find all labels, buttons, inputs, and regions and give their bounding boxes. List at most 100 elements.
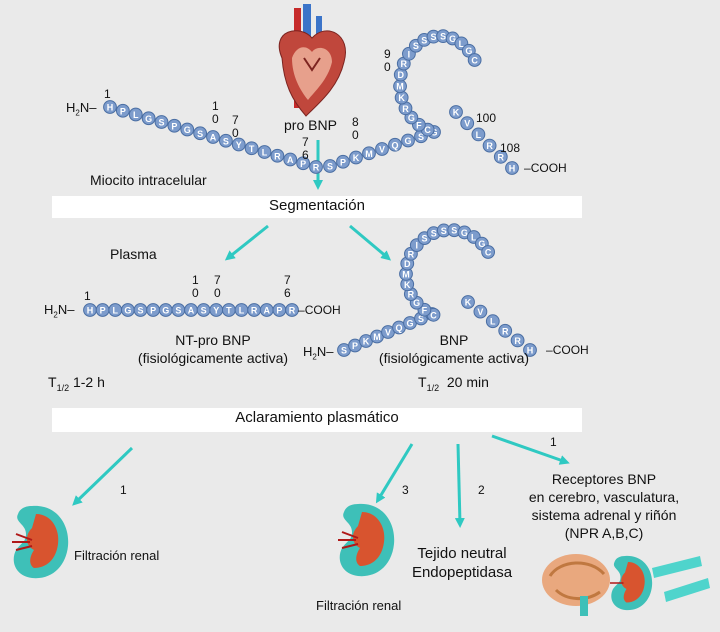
probnp-nterm-letter: T (249, 144, 255, 154)
probnp-nterm-bead (167, 118, 182, 133)
bnp-nterm-letter: S (341, 346, 347, 356)
probnp-link-letter: V (379, 145, 385, 155)
kidney-icon-left (12, 505, 69, 579)
bnp-loop-letter: R (408, 249, 415, 259)
bnp-loop-letter: S (422, 234, 428, 244)
probnp-tail-bead (505, 161, 519, 175)
ntprobnp-letter: G (162, 306, 169, 316)
bnp-loop-bead (481, 245, 496, 259)
bnp-tail-letter: R (502, 326, 509, 336)
ntprobnp-letter: S (175, 306, 181, 316)
bnp-loop-letter: C (430, 310, 437, 320)
probnp-link-bead (336, 154, 350, 169)
probnp-link-letter: S (418, 132, 424, 142)
number-receptors: 1 (550, 435, 557, 449)
ntprobnp-letter: R (289, 306, 296, 316)
bnp-tail-letter: R (514, 336, 521, 346)
probnp-loop-letter: F (416, 120, 422, 130)
segmentation-step: Segmentación (52, 196, 582, 218)
kidney-icon-center (338, 503, 395, 577)
bnp-tail-bead (510, 333, 525, 348)
probnp-nterm-bead (154, 115, 169, 129)
kidney-icon-right (610, 555, 653, 611)
bnp-half-life: T1/2 20 min (418, 374, 489, 393)
probnp-link-letter: S (327, 162, 333, 172)
probnp-nterm-letter: G (145, 114, 152, 124)
nt-pos-10: 10 (192, 273, 199, 300)
probnp-link-letter: G (430, 128, 437, 138)
probnp-loop-letter: R (402, 104, 409, 114)
probnp-nterm-bead (180, 122, 195, 137)
probnp-loop-letter: G (465, 46, 472, 56)
pos-108: 108 (500, 141, 521, 155)
ntprobnp-letter: A (264, 306, 271, 316)
probnp-loop-bead (467, 53, 482, 67)
bnp-tail-bead (485, 314, 500, 329)
ntprobnp-letter: P (150, 306, 156, 316)
pos-100: 100 (476, 111, 497, 125)
bnp-label: BNP (439, 332, 469, 348)
ntprobnp-letter: S (137, 306, 143, 316)
probnp-tail-letter: K (453, 108, 460, 118)
endopeptidase-label: Tejido neutral Endopeptidasa (411, 545, 513, 581)
ntprobnp-letter: G (124, 306, 131, 316)
probnp-nterm-letter: P (300, 159, 306, 169)
probnp-nterm-bead (244, 141, 259, 156)
probnp-loop-letter: S (440, 32, 446, 42)
probnp-nterm-bead (270, 148, 285, 163)
probnp-nterm-bead (206, 130, 220, 144)
probnp-nterm-letter: S (223, 136, 229, 146)
bnp-loop-letter: I (416, 241, 419, 251)
bnp-loop-letter: C (485, 248, 492, 258)
probnp-loop-letter: D (398, 70, 405, 80)
bnp-loop-letter: M (402, 269, 410, 279)
probnp-loop-letter: I (408, 49, 411, 59)
bnp-cterm: –COOH (546, 343, 589, 357)
ntprobnp-letter: A (188, 306, 195, 316)
probnp-nterm-letter: G (184, 125, 191, 135)
bnp-tail-letter: V (477, 307, 483, 317)
bnp-tail-bead (473, 304, 488, 319)
probnp-nterm-bead (296, 156, 311, 171)
probnp-nterm-letter: P (171, 121, 177, 131)
probnp-loop-letter: G (408, 113, 415, 123)
arrow-to-bnp (349, 224, 392, 261)
ntprobnp-letter: H (87, 306, 94, 316)
receptors-label: Receptores BNP en cerebro, vasculatura, … (528, 471, 680, 541)
probnp-link-bead (401, 133, 415, 148)
renal-filtration-center: Filtración renal (316, 598, 402, 613)
nt-pos-1: 1 (84, 289, 91, 303)
pos-76: 76 (302, 135, 309, 162)
arrow-to-ntprobnp (224, 224, 269, 261)
plasma-label: Plasma (110, 246, 157, 262)
ntprobnp-letter: P (276, 306, 282, 316)
probnp-nterm-bead (141, 111, 156, 126)
arrow-renal-left (72, 446, 134, 506)
probnp-tail-letter: L (476, 130, 482, 140)
pro-bnp-nterm: H2N– (66, 100, 97, 118)
probnp-loop-letter: C (424, 125, 431, 135)
ntprobnp-letter: T (226, 306, 232, 316)
pos-70: 70 (232, 113, 239, 140)
bnp-tail-letter: K (465, 298, 472, 308)
probnp-loop-letter: K (398, 93, 405, 103)
pos-10: 10 (212, 99, 219, 126)
probnp-nterm-bead (283, 152, 298, 167)
number-center: 3 (402, 483, 409, 497)
probnp-nterm-bead (309, 160, 323, 174)
nt-half-life: T1/2 1-2 h (48, 374, 105, 393)
bnp-loop-letter: D (404, 259, 411, 269)
clearance-step: Aclaramiento plasmático (52, 408, 582, 432)
bnp-loop-letter: S (441, 226, 447, 236)
probnp-nterm-letter: A (287, 155, 294, 165)
probnp-nterm-letter: L (133, 110, 139, 120)
bnp-tail-bead (523, 343, 537, 357)
probnp-tail-letter: R (486, 141, 493, 151)
probnp-nterm-bead (231, 137, 246, 152)
probnp-link-letter: M (365, 149, 373, 159)
pro-bnp-cterm: –COOH (524, 161, 567, 175)
probnp-link-letter: Q (391, 140, 398, 150)
probnp-nterm-bead (218, 133, 233, 148)
bnp-tail-letter: L (490, 317, 496, 327)
probnp-link-letter: P (340, 157, 346, 167)
